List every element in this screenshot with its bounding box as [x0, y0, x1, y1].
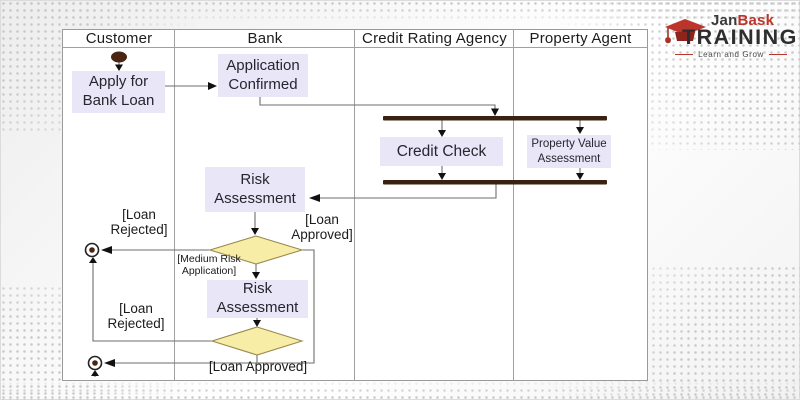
lane-divider-bank-credit: [354, 29, 355, 381]
start-node: [111, 51, 127, 63]
lane-header-divider: [62, 47, 648, 48]
logo-tagline: Learn and Grow: [662, 50, 800, 59]
edge-label-loan-rejected-1: [Loan Rejected]: [110, 207, 168, 238]
activity-risk-assessment-1: Risk Assessment: [205, 167, 305, 212]
activity-apply-for-bank-loan: Apply for Bank Loan: [72, 71, 165, 113]
logo-training-text: TRAINING: [682, 25, 798, 49]
arrowhead-fork-to-property-value: [576, 127, 584, 134]
arrowhead-to-diamond-1: [251, 228, 259, 235]
activity-application-confirmed: Application Confirmed: [218, 54, 308, 97]
lane-divider-credit-property: [513, 29, 514, 381]
edge-label-medium-risk-application: [Medium Risk Application]: [177, 253, 241, 277]
arrowhead-into-fork: [491, 108, 499, 116]
arrowhead-start-to-apply: [115, 64, 123, 71]
arrowhead-apply-to-confirmed: [208, 82, 217, 90]
graduation-cap-icon: [665, 19, 706, 44]
arrowhead-property-value-to-join: [576, 173, 584, 180]
lane-header-credit-rating-agency: Credit Rating Agency: [362, 30, 507, 47]
activity-property-value-assessment: Property Value Assessment: [527, 135, 611, 168]
arrowhead-join-to-risk-assessment: [309, 194, 320, 202]
arrowhead-to-diamond-2: [253, 320, 261, 327]
fork-bar: [383, 116, 607, 121]
edge-label-loan-rejected-2: [Loan Rejected]: [107, 301, 165, 332]
arrowhead-fork-to-credit-check: [438, 130, 446, 137]
edge-label-loan-approved-2: [Loan Approved]: [208, 359, 308, 374]
tagline-dash-right: [768, 54, 787, 55]
lane-header-property-agent: Property Agent: [529, 30, 632, 47]
arrowhead-rejected2-to-end-1: [89, 257, 97, 263]
lane-header-customer: Customer: [85, 30, 153, 47]
arrowhead-to-risk-assessment-2: [252, 272, 260, 279]
end-node-2: [87, 355, 103, 371]
edge-label-loan-approved-1: [Loan Approved]: [291, 212, 353, 243]
activity-risk-assessment-2: Risk Assessment: [207, 280, 308, 318]
activity-credit-check: Credit Check: [380, 137, 503, 166]
join-bar: [383, 180, 607, 185]
decision-diamond-2: [210, 326, 304, 356]
arrowhead-credit-check-to-join: [438, 173, 446, 180]
arrowhead-approved-to-end-2: [104, 359, 115, 367]
decision-diamond-1: [208, 235, 304, 265]
tagline-dash-left: [675, 54, 694, 55]
end-node-1: [84, 242, 100, 258]
logo-brand-text: JanBask: [711, 12, 775, 29]
lane-divider-customer-bank: [174, 29, 175, 381]
lane-header-bank: Bank: [247, 30, 283, 47]
janbask-training-logo: JanBask TRAINING Learn and Grow: [662, 8, 800, 60]
arrowhead-approved2-to-end-2: [91, 370, 99, 376]
arrowhead-rejected-to-end-1: [101, 246, 112, 254]
